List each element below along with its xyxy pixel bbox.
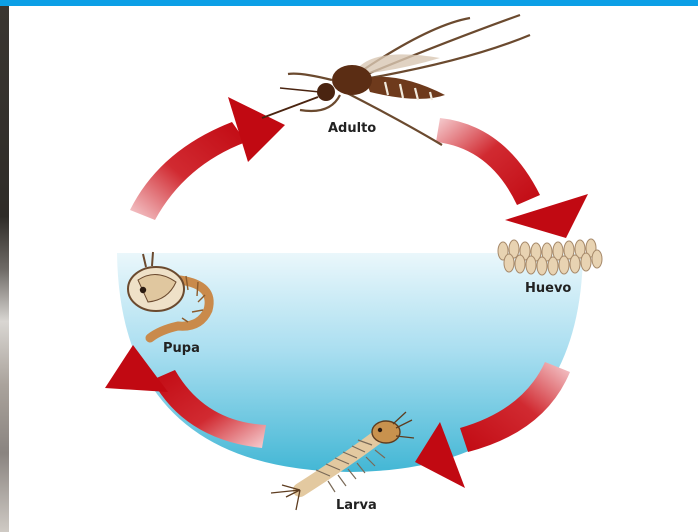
stage-label-adulto: Adulto — [328, 121, 376, 136]
cycle-arrow-icon — [130, 97, 285, 220]
stage-label-pupa: Pupa — [163, 341, 200, 356]
cycle-arrow-icon — [436, 118, 588, 238]
stage-label-huevo: Huevo — [525, 281, 571, 296]
mosquito-adult-icon — [262, 15, 530, 145]
stage-label-larva: Larva — [336, 498, 377, 513]
